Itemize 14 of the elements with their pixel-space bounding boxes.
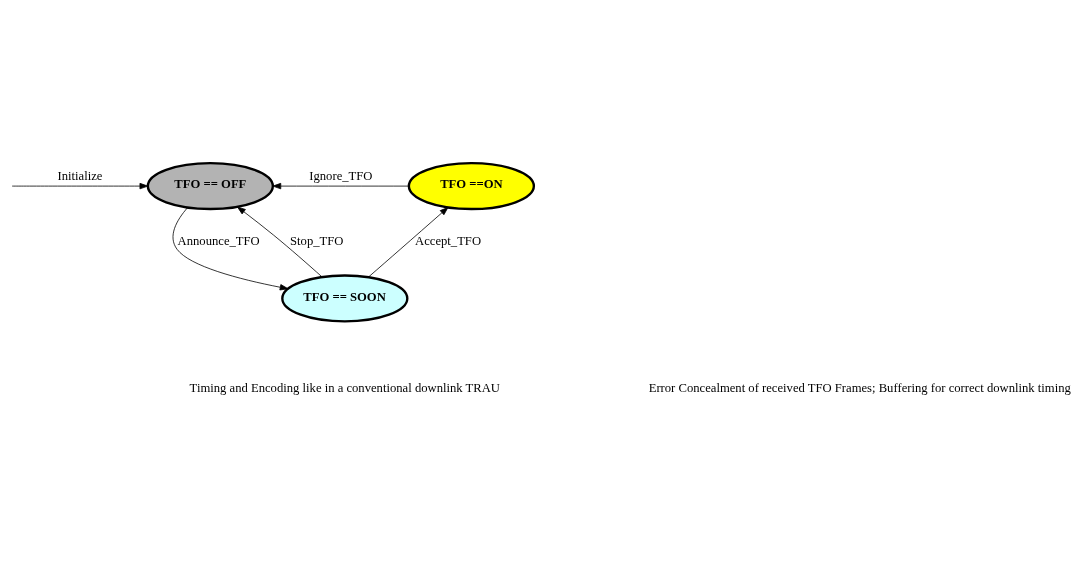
node-ellipse: TFO == OFF bbox=[146, 161, 274, 210]
arrow bbox=[272, 182, 410, 189]
arrow bbox=[237, 206, 323, 277]
label: Error Concealment of received TFO Frames; Buffering for correct downlink timing bbox=[648, 380, 1071, 395]
edge-label: Initialize bbox=[57, 168, 103, 183]
edge-label: Accept_TFO bbox=[415, 233, 482, 248]
edge-label: Stop_TFO bbox=[290, 233, 344, 248]
arrow bbox=[172, 206, 289, 290]
label: Timing and Encoding like in a conventional downlink TRAU bbox=[189, 380, 500, 395]
edge-label: Announce_TFO bbox=[177, 233, 260, 248]
arrow bbox=[11, 182, 149, 189]
arrow bbox=[368, 206, 449, 277]
node-ellipse: TFO ==ON bbox=[407, 161, 536, 210]
edge-label: Ignore_TFO bbox=[309, 168, 373, 183]
